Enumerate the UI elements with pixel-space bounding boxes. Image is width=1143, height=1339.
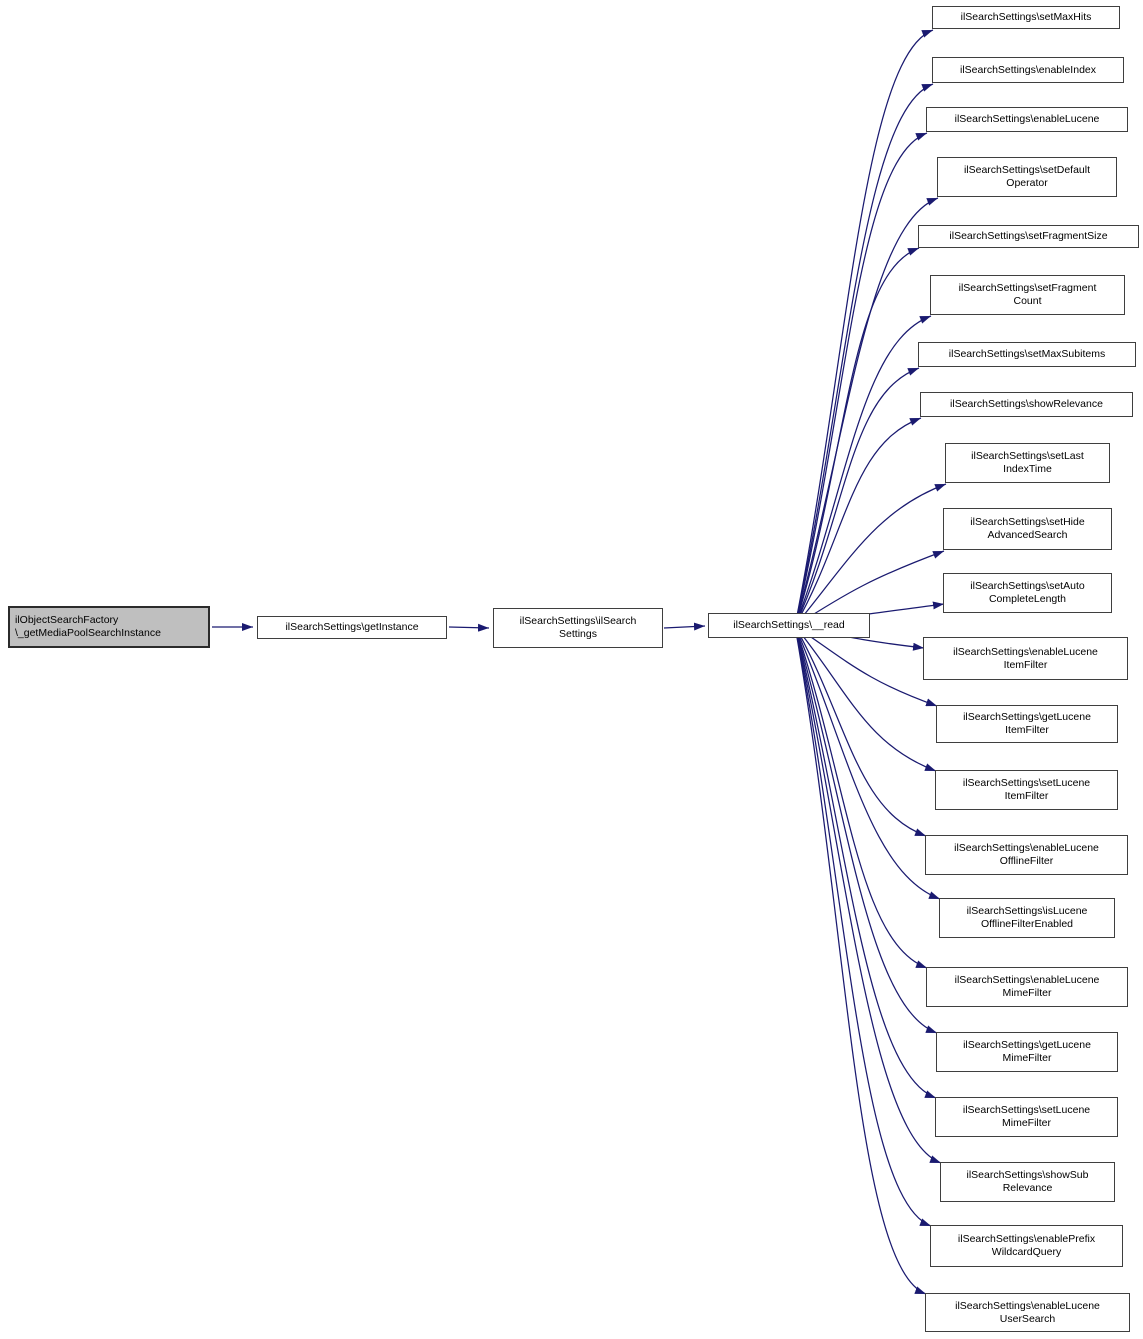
node-root-getmediapoolsearchinstance[interactable]: ilObjectSearchFactory \_getMediaPoolSear… [8, 606, 210, 648]
node-label-line: ilSearchSettings\getLucene [963, 1039, 1091, 1051]
node-label-line: ilSearchSettings\setLucene [962, 777, 1091, 789]
node-enableluceneusersearch[interactable]: ilSearchSettings\enableLucene UserSearch [925, 1293, 1130, 1332]
node-label-line: ilSearchSettings\enableLucene [954, 974, 1100, 986]
node-showrelevance[interactable]: ilSearchSettings\showRelevance [920, 392, 1133, 417]
node-sethideadvancedsearch[interactable]: ilSearchSettings\setHide AdvancedSearch [943, 508, 1112, 550]
node-setfragmentcount[interactable]: ilSearchSettings\setFragment Count [930, 275, 1125, 315]
node-label-line: \_getMediaPoolSearchInstance [15, 627, 161, 639]
node-label-line: ilSearchSettings\setFragment [958, 282, 1097, 294]
node-setlastindextime[interactable]: ilSearchSettings\setLast IndexTime [945, 443, 1110, 483]
node-enableluceneitemfilter[interactable]: ilSearchSettings\enableLucene ItemFilter [923, 637, 1128, 680]
node-label-line: UserSearch [999, 1312, 1056, 1325]
node-label-line: ilSearchSettings\__read [733, 619, 845, 631]
node-label-line: ilSearchSettings\showRelevance [950, 398, 1103, 410]
node-read[interactable]: ilSearchSettings\__read [708, 613, 870, 638]
edge-getinstance-to-constructor [448, 623, 490, 632]
node-label-line: AdvancedSearch [987, 529, 1068, 541]
node-label-line: Relevance [1002, 1182, 1053, 1194]
node-label-line: OfflineFilterEnabled [980, 918, 1074, 930]
node-label-line: Settings [559, 628, 597, 640]
node-setmaxsubitems[interactable]: ilSearchSettings\setMaxSubitems [918, 342, 1136, 367]
node-label-line: ItemFilter [1003, 658, 1048, 671]
node-label-line: ilSearchSettings\ilSearch [519, 615, 637, 627]
node-setlucenemimefilter[interactable]: ilSearchSettings\setLucene MimeFilter [935, 1097, 1118, 1137]
edge-read-to-enableluceneusersearch [794, 625, 927, 1295]
edge-read-to-setlucenemimefilter [794, 625, 937, 1099]
node-setluceneitemfilter[interactable]: ilSearchSettings\setLucene ItemFilter [935, 770, 1118, 810]
node-label-line: ilSearchSettings\isLucene [966, 905, 1088, 917]
edge-read-to-enableluceneofflinefilter [794, 625, 927, 837]
node-ilsearchsettings-constructor[interactable]: ilSearchSettings\ilSearch Settings [493, 608, 663, 648]
node-getlucenemimefilter[interactable]: ilSearchSettings\getLucene MimeFilter [936, 1032, 1118, 1072]
node-label-line: ilSearchSettings\setAuto [970, 580, 1085, 592]
node-label-line: ItemFilter [1004, 790, 1049, 802]
node-setautocompletelength[interactable]: ilSearchSettings\setAuto CompleteLength [943, 573, 1112, 613]
node-enableindex[interactable]: ilSearchSettings\enableIndex [932, 57, 1124, 83]
node-enableluceneofflinefilter[interactable]: ilSearchSettings\enableLucene OfflineFil… [925, 835, 1128, 875]
node-getinstance[interactable]: ilSearchSettings\getInstance [257, 616, 447, 639]
node-label-line: Operator [1006, 177, 1048, 189]
node-getluceneitemfilter[interactable]: ilSearchSettings\getLucene ItemFilter [936, 705, 1118, 743]
node-label-line: ilSearchSettings\enablePrefix [957, 1233, 1096, 1245]
node-label-line: ilSearchSettings\setLast [971, 450, 1084, 462]
edge-read-to-setluceneitemfilter [794, 625, 937, 772]
edge-read-to-enableindex [794, 83, 934, 627]
node-label-line: ilSearchSettings\enableLucene [954, 842, 1099, 854]
edge-read-to-setmaxhits [794, 29, 934, 627]
edge-read-to-setdefaultoperator [794, 197, 939, 627]
node-label-line: ItemFilter [1005, 724, 1049, 736]
node-setdefaultoperator[interactable]: ilSearchSettings\setDefault Operator [937, 157, 1117, 197]
node-label-line: IndexTime [1003, 463, 1052, 475]
edge-read-to-enablelucene [794, 132, 928, 627]
edge-read-to-setfragmentcount [794, 315, 932, 627]
node-label-line: ilSearchSettings\getInstance [285, 621, 419, 633]
edge-read-to-showrelevance [794, 417, 922, 627]
node-enablelucene[interactable]: ilSearchSettings\enableLucene [926, 107, 1128, 132]
node-label-line: WildcardQuery [991, 1246, 1062, 1258]
node-label-line: ilSearchSettings\getLucene [963, 711, 1091, 723]
node-showsubrelevance[interactable]: ilSearchSettings\showSub Relevance [940, 1162, 1115, 1202]
node-label-line: MimeFilter [1002, 1117, 1051, 1129]
edge-constructor-to-read [663, 622, 706, 631]
node-label-line: ilSearchSettings\enableLucene [955, 1299, 1100, 1312]
node-setfragmentsize[interactable]: ilSearchSettings\setFragmentSize [918, 225, 1139, 248]
edge-read-to-getlucenemimefilter [794, 625, 938, 1034]
edge-read-to-showsubrelevance [794, 625, 942, 1164]
node-label-line: ilSearchSettings\setLucene [962, 1104, 1091, 1116]
node-label-line: ilSearchSettings\setFragmentSize [949, 230, 1108, 242]
node-label-line: ilSearchSettings\showSub [966, 1169, 1089, 1181]
edge-read-to-setlastindextime [794, 483, 947, 627]
edge-read-to-isluceneofflinefilterenabled [794, 625, 941, 900]
node-label-line: ilSearchSettings\setHide [970, 516, 1085, 528]
node-label-line: ilSearchSettings\setMaxSubitems [948, 348, 1106, 360]
node-label-line: Count [1013, 295, 1042, 307]
node-enableprefixwildcardquery[interactable]: ilSearchSettings\enablePrefix WildcardQu… [930, 1225, 1123, 1267]
node-label-line: CompleteLength [988, 593, 1067, 605]
edge-read-to-setfragmentsize [794, 247, 920, 627]
edge-read-to-enablelucenemimefilter [794, 625, 928, 969]
node-setmaxhits[interactable]: ilSearchSettings\setMaxHits [932, 6, 1120, 29]
node-label-line: OfflineFilter [999, 855, 1054, 867]
edge-read-to-enableprefixwildcardquery [794, 625, 932, 1227]
node-label-line: MimeFilter [1002, 1052, 1052, 1064]
node-label-line: ilSearchSettings\setDefault [963, 164, 1091, 176]
node-enablelucenemimefilter[interactable]: ilSearchSettings\enableLucene MimeFilter [926, 967, 1128, 1007]
node-label-line: ilObjectSearchFactory [15, 614, 119, 626]
node-label-line: ilSearchSettings\enableIndex [959, 63, 1096, 76]
node-isluceneofflinefilterenabled[interactable]: ilSearchSettings\isLucene OfflineFilterE… [939, 898, 1115, 938]
edge-read-to-setmaxsubitems [794, 367, 920, 627]
node-label-line: ilSearchSettings\enableLucene [953, 645, 1098, 658]
node-label-line: MimeFilter [1002, 987, 1052, 999]
node-label-line: ilSearchSettings\enableLucene [954, 113, 1100, 125]
node-label-line: ilSearchSettings\setMaxHits [960, 11, 1092, 23]
